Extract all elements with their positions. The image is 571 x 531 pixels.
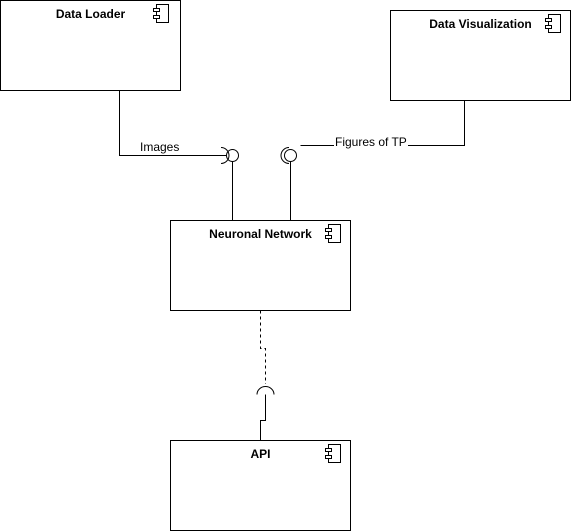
component-name: API [250,447,270,461]
required-interface-socket [280,147,290,164]
uml-component-icon [325,224,341,243]
connector-label: Images [140,140,179,154]
label-background [334,135,408,149]
component-neuronal-network[interactable]: Neuronal Network [170,220,351,311]
uml-component-icon [325,444,341,463]
provided-interface-lollipop [226,149,239,162]
component-name: Neuronal Network [209,227,312,241]
required-interface-socket [256,386,275,395]
component-api[interactable]: API [170,440,351,531]
component-box [390,10,571,101]
connector-images[interactable]: Images [119,90,239,221]
component-box [170,220,351,311]
component-data-visualization[interactable]: Data Visualization [390,10,571,101]
provided-interface-lollipop [284,149,297,162]
component-name: Data Visualization [429,17,531,31]
connector-figures-of-tp[interactable]: Figures of TP [280,100,465,221]
uml-component-icon [153,4,169,23]
connector-label: Figures of TP [335,135,407,149]
component-data-loader[interactable]: Data Loader [0,0,181,91]
uml-component-icon [545,14,561,33]
connector-line [260,394,266,441]
connector-line [119,90,227,156]
component-name: Data Loader [56,7,126,21]
component-box [170,440,351,531]
dependency-line [260,310,266,384]
component-box [0,0,181,91]
required-interface-socket [220,147,230,164]
connector-api-dependency[interactable] [256,310,275,441]
